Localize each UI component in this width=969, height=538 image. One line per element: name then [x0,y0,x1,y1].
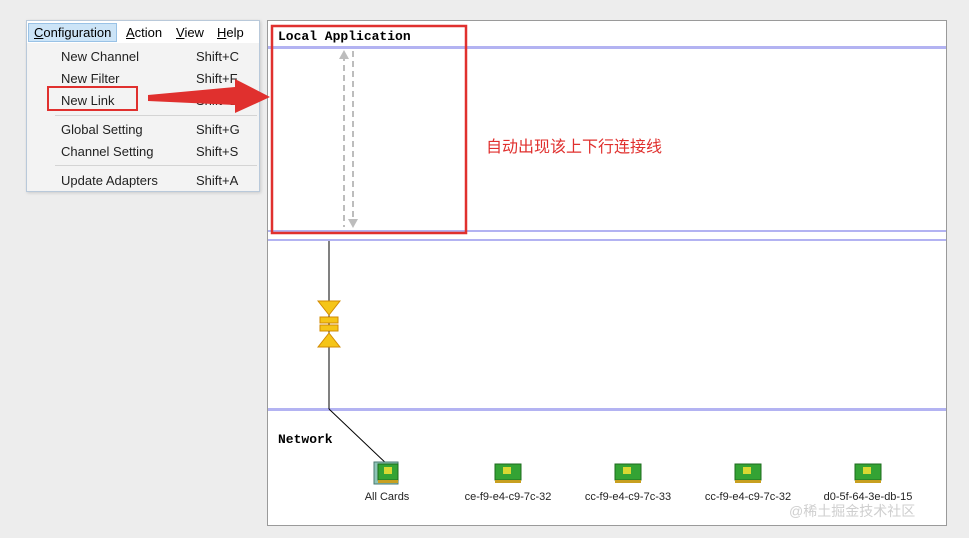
network-band [268,408,946,411]
menu-item-label: New Channel [61,49,140,64]
watermark-text: @稀土掘金技术社区 [789,503,916,519]
adapter-label: ce-f9-e4-c9-7c-32 [464,491,552,503]
network-card-icon [734,463,762,483]
adapter-cc-f9-e4-c9-7c-32[interactable]: cc-f9-e4-c9-7c-32 [688,461,808,503]
menu-action-mnemonic: A [126,25,135,40]
network-link-line [328,408,391,468]
new-link-highlight-box [47,86,138,111]
menu-item-shortcut: Shift+A [196,173,239,188]
menu-item-label: New Link [61,93,115,108]
local-application-title: Local Application [278,29,411,44]
adapter-label: All Cards [364,491,410,503]
connection-lines [328,50,391,468]
red-arrow-icon [148,79,270,113]
annotation-text: 自动出现该上下行连接线 [486,139,663,156]
network-card-icon [854,463,882,483]
menu-configuration-label: onfiguration [43,25,112,40]
configuration-menu-window: Configuration Action View Help New Chann… [26,20,260,192]
adapter-label: cc-f9-e4-c9-7c-33 [584,491,672,503]
menu-separator [55,115,257,116]
menu-item-shortcut: Shift+S [196,144,239,159]
adapter-ce-f9-e4-c9-7c-32[interactable]: ce-f9-e4-c9-7c-32 [448,461,568,503]
menu-item-new-filter[interactable]: New Filter Shift+F [27,69,259,89]
menu-item-shortcut: Shift+C [196,49,239,64]
adapter-label: cc-f9-e4-c9-7c-32 [704,491,792,503]
adapter-d0-5f-64-3e-db-15[interactable]: d0-5f-64-3e-db-15 [808,461,928,503]
local-application-highlight-box [270,24,468,235]
menu-action[interactable]: Action [126,24,162,42]
menu-action-label: ction [134,25,163,40]
menu-item-label: Global Setting [61,122,143,137]
menu-help[interactable]: Help [217,24,244,42]
menu-item-global-setting[interactable]: Global Setting Shift+G [27,120,259,140]
menu-configuration-mnemonic: C [34,25,44,40]
menu-item-channel-setting[interactable]: Channel Setting Shift+S [27,142,259,162]
uplink-arrowhead [339,50,349,59]
filter-node-icon[interactable] [317,300,341,348]
menu-item-label: New Filter [61,71,120,86]
downlink-arrowhead [348,219,358,228]
network-card-icon [373,461,399,485]
menu-view-mnemonic: V [176,25,185,40]
menu-item-new-channel[interactable]: New Channel Shift+C [27,47,259,67]
local-application-band-bottom [268,230,946,232]
menubar: Configuration Action View Help [27,21,259,43]
local-application-band-top [268,46,946,49]
menu-item-shortcut: Shift+G [196,122,240,137]
menu-help-mnemonic: H [217,25,227,40]
menu-item-shortcut: Shift+F [196,71,238,86]
menu-help-label: elp [226,25,244,40]
adapter-label: d0-5f-64-3e-db-15 [823,491,913,503]
adapter-all-cards[interactable]: All Cards [327,461,447,503]
network-title: Network [278,432,333,447]
menu-view[interactable]: View [176,24,204,42]
topology-canvas[interactable]: Local Application Network All Cards [267,20,947,526]
network-card-icon [614,463,642,483]
filter-band-top [268,239,946,241]
menu-view-label: iew [184,25,204,40]
network-card-icon [494,463,522,483]
menu-item-update-adapters[interactable]: Update Adapters Shift+A [27,171,259,191]
menu-configuration[interactable]: Configuration [28,23,118,42]
menu-item-label: Update Adapters [61,173,158,188]
menu-item-label: Channel Setting [61,144,154,159]
adapter-cc-f9-e4-c9-7c-33[interactable]: cc-f9-e4-c9-7c-33 [568,461,688,503]
menu-separator [55,165,257,166]
